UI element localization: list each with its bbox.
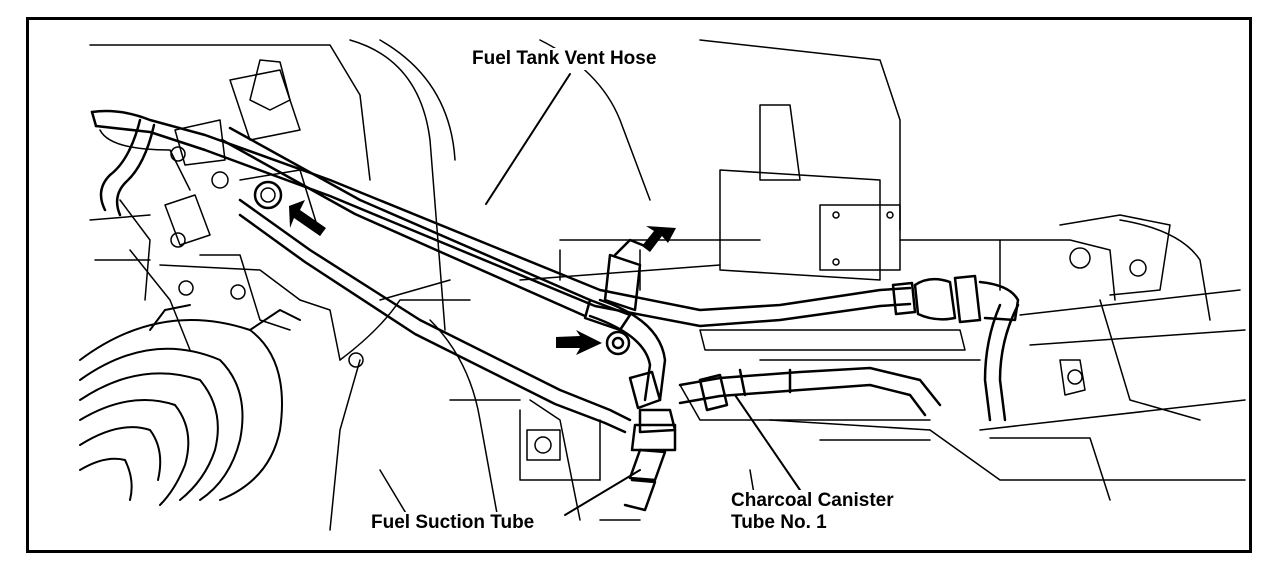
connector-assembly (605, 330, 729, 512)
charcoal-canister-tube-label: Charcoal Canister Tube No. 1 (731, 490, 894, 534)
fuel-tank-vent-hose (90, 109, 912, 328)
drive-shaft-boot (79, 304, 301, 506)
charcoal-canister-label-line2: Tube No. 1 (731, 512, 827, 533)
charcoal-canister-tube (678, 303, 1020, 422)
fuel-suction-tube-label: Fuel Suction Tube (371, 512, 535, 534)
fuel-tank-vent-hose-label: Fuel Tank Vent Hose (472, 48, 657, 70)
charcoal-canister-label-line1: Charcoal Canister (731, 490, 894, 511)
clamp-icon (583, 238, 1020, 332)
background-structure (89, 39, 1246, 531)
leader-lines (485, 73, 801, 516)
fuel-suction-tube (220, 126, 667, 434)
arrow-icon (289, 200, 676, 355)
